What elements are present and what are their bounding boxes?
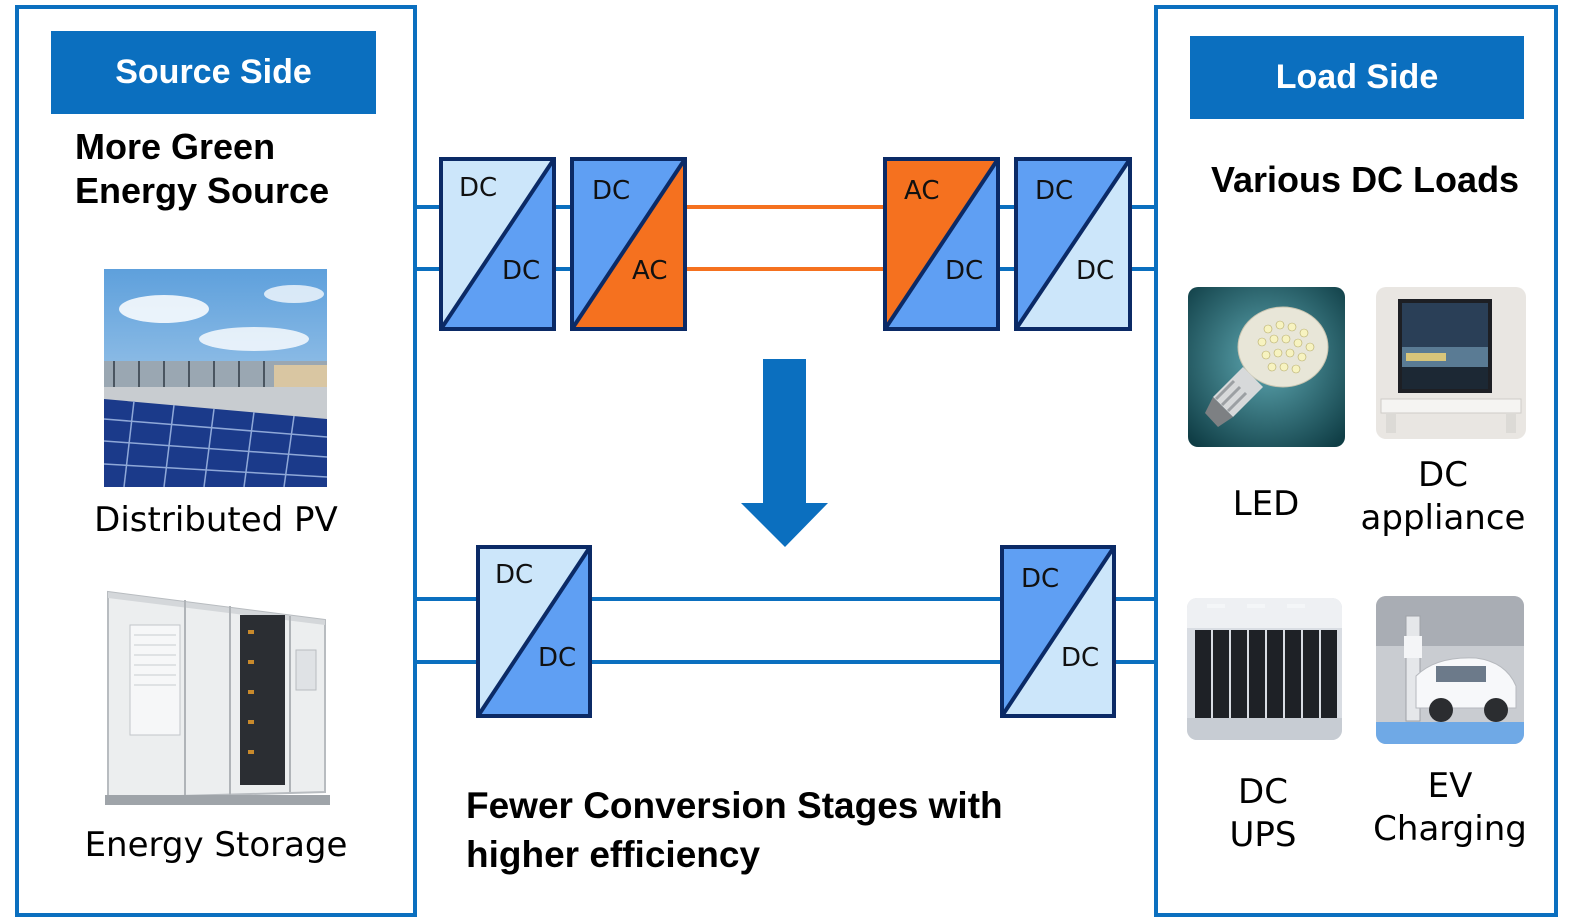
converter-bottom-2-output: DC: [1061, 643, 1099, 673]
load-side-panel: [1154, 5, 1558, 917]
energy-storage-label: Energy Storage: [84, 825, 348, 865]
converter-top-3: AC DC: [883, 157, 1000, 331]
converter-top-2-output: AC: [632, 256, 667, 286]
load-title: Various DC Loads: [1211, 159, 1520, 200]
converter-top-4: DC DC: [1014, 157, 1132, 331]
caption-line1: Fewer Conversion Stages with: [466, 785, 1003, 826]
led-label: LED: [1232, 484, 1300, 524]
converter-bottom-1-output: DC: [538, 643, 576, 673]
converter-top-1-input: DC: [459, 173, 497, 203]
pv-image: [104, 269, 327, 487]
dc-ups-label-line1: DC: [1238, 772, 1288, 812]
energy-storage-image: [100, 570, 340, 810]
ev-charging-label-line1: EV: [1427, 766, 1473, 806]
converter-top-3-output: DC: [945, 256, 983, 286]
dc-appliance-label-line1: DC: [1418, 455, 1468, 495]
top-wires: [417, 205, 1154, 271]
converter-top-2: DC AC: [570, 157, 687, 331]
converter-bottom-2-input: DC: [1021, 564, 1059, 594]
dc-appliance-label-line2: appliance: [1360, 498, 1526, 538]
converter-bottom-1-input: DC: [495, 560, 533, 590]
source-title-line2: Energy Source: [75, 170, 330, 211]
converter-bottom-1: DC DC: [476, 545, 592, 718]
ev-charging-label-line2: Charging: [1373, 809, 1527, 849]
caption-line2: higher efficiency: [466, 834, 761, 875]
dc-appliance-image: [1376, 287, 1526, 439]
ev-charging-image: [1376, 596, 1524, 744]
converter-top-4-input: DC: [1035, 176, 1073, 206]
source-title-line1: More Green: [75, 126, 276, 167]
dc-ups-image: [1187, 598, 1342, 740]
load-side-header: Load Side: [1190, 36, 1524, 119]
converter-top-3-input: AC: [904, 176, 939, 206]
converter-top-4-output: DC: [1076, 256, 1114, 286]
led-image: [1188, 287, 1345, 447]
converter-top-2-input: DC: [592, 176, 630, 206]
pv-label: Distributed PV: [94, 500, 338, 540]
dc-ups-label-line2: UPS: [1229, 815, 1297, 855]
converter-top-1: DC DC: [439, 157, 556, 331]
converter-bottom-2: DC DC: [1000, 545, 1116, 718]
source-side-header: Source Side: [51, 31, 376, 114]
converter-top-1-output: DC: [502, 256, 540, 286]
down-arrow: [741, 359, 828, 547]
